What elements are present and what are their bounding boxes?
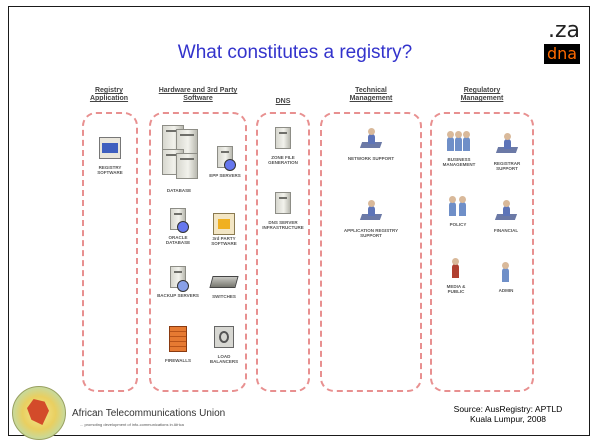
item-label: POLICY	[449, 222, 467, 227]
slide-title: What constitutes a registry?	[177, 42, 413, 63]
item-registry-software: REGISTRY SOFTWARE	[86, 137, 134, 175]
person-at-desk-icon	[359, 128, 383, 150]
item-label: BUSINESS MANAGEMENT	[442, 157, 476, 167]
column-box-dns	[256, 112, 310, 392]
slide-frame	[8, 6, 590, 436]
item-label: MEDIA & PUBLIC	[446, 284, 466, 294]
source-line-2: Kuala Lumpur, 2008	[469, 414, 547, 424]
column-header-registry-application: Registry Application	[89, 87, 129, 102]
person-at-desk-icon	[494, 200, 518, 222]
source-line-1: Source: AusRegistry: APTLD	[453, 404, 563, 414]
item-business-management: BUSINESS MANAGEMENT	[436, 131, 482, 167]
item-label: FINANCIAL	[493, 228, 519, 233]
person-at-desk-icon	[359, 200, 383, 222]
logo-za-text: .za	[547, 18, 580, 43]
item-label: REGISTRY SOFTWARE	[97, 165, 123, 175]
item-media-public: MEDIA & PUBLIC	[438, 258, 474, 294]
server-disc-icon	[214, 146, 236, 172]
item-label: DNS SERVER INFRASTRUCTURE	[262, 220, 304, 230]
server-cluster-icon	[156, 125, 202, 187]
item-admin: ADMIN	[486, 262, 526, 293]
za-dna-logo: .za dna	[536, 20, 584, 64]
atu-logo	[12, 386, 66, 440]
item-registrar-support: REGISTRAR SUPPORT	[484, 133, 530, 171]
item-label: FIREWALLS	[165, 358, 191, 363]
item-firewalls: FIREWALLS	[158, 326, 198, 363]
network-switch-icon	[209, 276, 239, 288]
item-backup-servers: BACKUP SERVERS	[156, 266, 200, 298]
item-dns-server-infrastructure: DNS SERVER INFRASTRUCTURE	[259, 192, 307, 230]
item-label: 3rd PARTY SOFTWARE	[211, 236, 237, 246]
item-database: DATABASE	[156, 125, 202, 193]
server-disc-icon	[167, 208, 189, 234]
server-icon	[167, 266, 189, 292]
item-label: EPP SERVERS	[209, 173, 241, 178]
item-label: ZONE FILE GENERATION	[268, 155, 298, 165]
item-label: SWITCHES	[212, 294, 236, 299]
item-load-balancers: LOAD BALANCERS	[204, 326, 244, 364]
firewall-icon	[169, 326, 187, 352]
item-label: ADMIN	[498, 288, 514, 293]
server-icon	[275, 192, 291, 214]
item-switches: SWITCHES	[204, 275, 244, 299]
group-of-people-icon	[447, 131, 471, 151]
software-icon	[213, 213, 235, 235]
item-3rd-party-software: 3rd PARTY SOFTWARE	[203, 213, 245, 246]
item-label: APPLICATION REGISTRY SUPPORT	[343, 228, 399, 238]
column-box-technical-management	[320, 112, 422, 392]
column-header-regulatory-management: Regulatory Management	[460, 87, 504, 102]
item-label: ORACLE DATABASE	[165, 235, 191, 245]
item-label: DATABASE	[166, 188, 192, 193]
item-zone-file-generation: ZONE FILE GENERATION	[259, 127, 307, 165]
column-box-hardware	[149, 112, 247, 392]
column-box-registry-application	[82, 112, 138, 392]
column-header-dns: DNS	[275, 98, 291, 105]
item-label: REGISTRAR SUPPORT	[493, 161, 521, 171]
logo-dna-text: dna	[544, 44, 580, 64]
load-balancer-icon	[214, 326, 234, 348]
organization-name: African Telecommunications Union	[72, 408, 226, 419]
column-header-technical-management: Technical Management	[349, 87, 393, 102]
server-icon	[275, 127, 291, 149]
source-citation: Source: AusRegistry: APTLD Kuala Lumpur,…	[434, 404, 582, 424]
column-box-regulatory-management	[430, 112, 534, 392]
item-application-registry-support: APPLICATION REGISTRY SUPPORT	[341, 200, 401, 238]
item-epp-servers: EPP SERVERS	[206, 146, 244, 178]
item-label: BACKUP SERVERS	[157, 293, 199, 298]
item-oracle-database: ORACLE DATABASE	[156, 208, 200, 245]
floppy-disk-icon	[99, 137, 121, 159]
item-financial: FINANCIAL	[486, 200, 526, 233]
organization-tagline: ... promoting development of info-commun…	[80, 422, 184, 427]
speaker-icon	[444, 258, 468, 278]
item-network-support: NETWORK SUPPORT	[343, 128, 399, 161]
column-header-hardware: Hardware and 3rd Party Software	[158, 87, 238, 102]
person-icon	[494, 262, 518, 282]
item-label: LOAD BALANCERS	[209, 354, 239, 364]
person-at-desk-icon	[495, 133, 519, 155]
item-policy: POLICY	[438, 196, 478, 227]
people-icon	[446, 196, 470, 216]
item-label: NETWORK SUPPORT	[347, 156, 395, 161]
